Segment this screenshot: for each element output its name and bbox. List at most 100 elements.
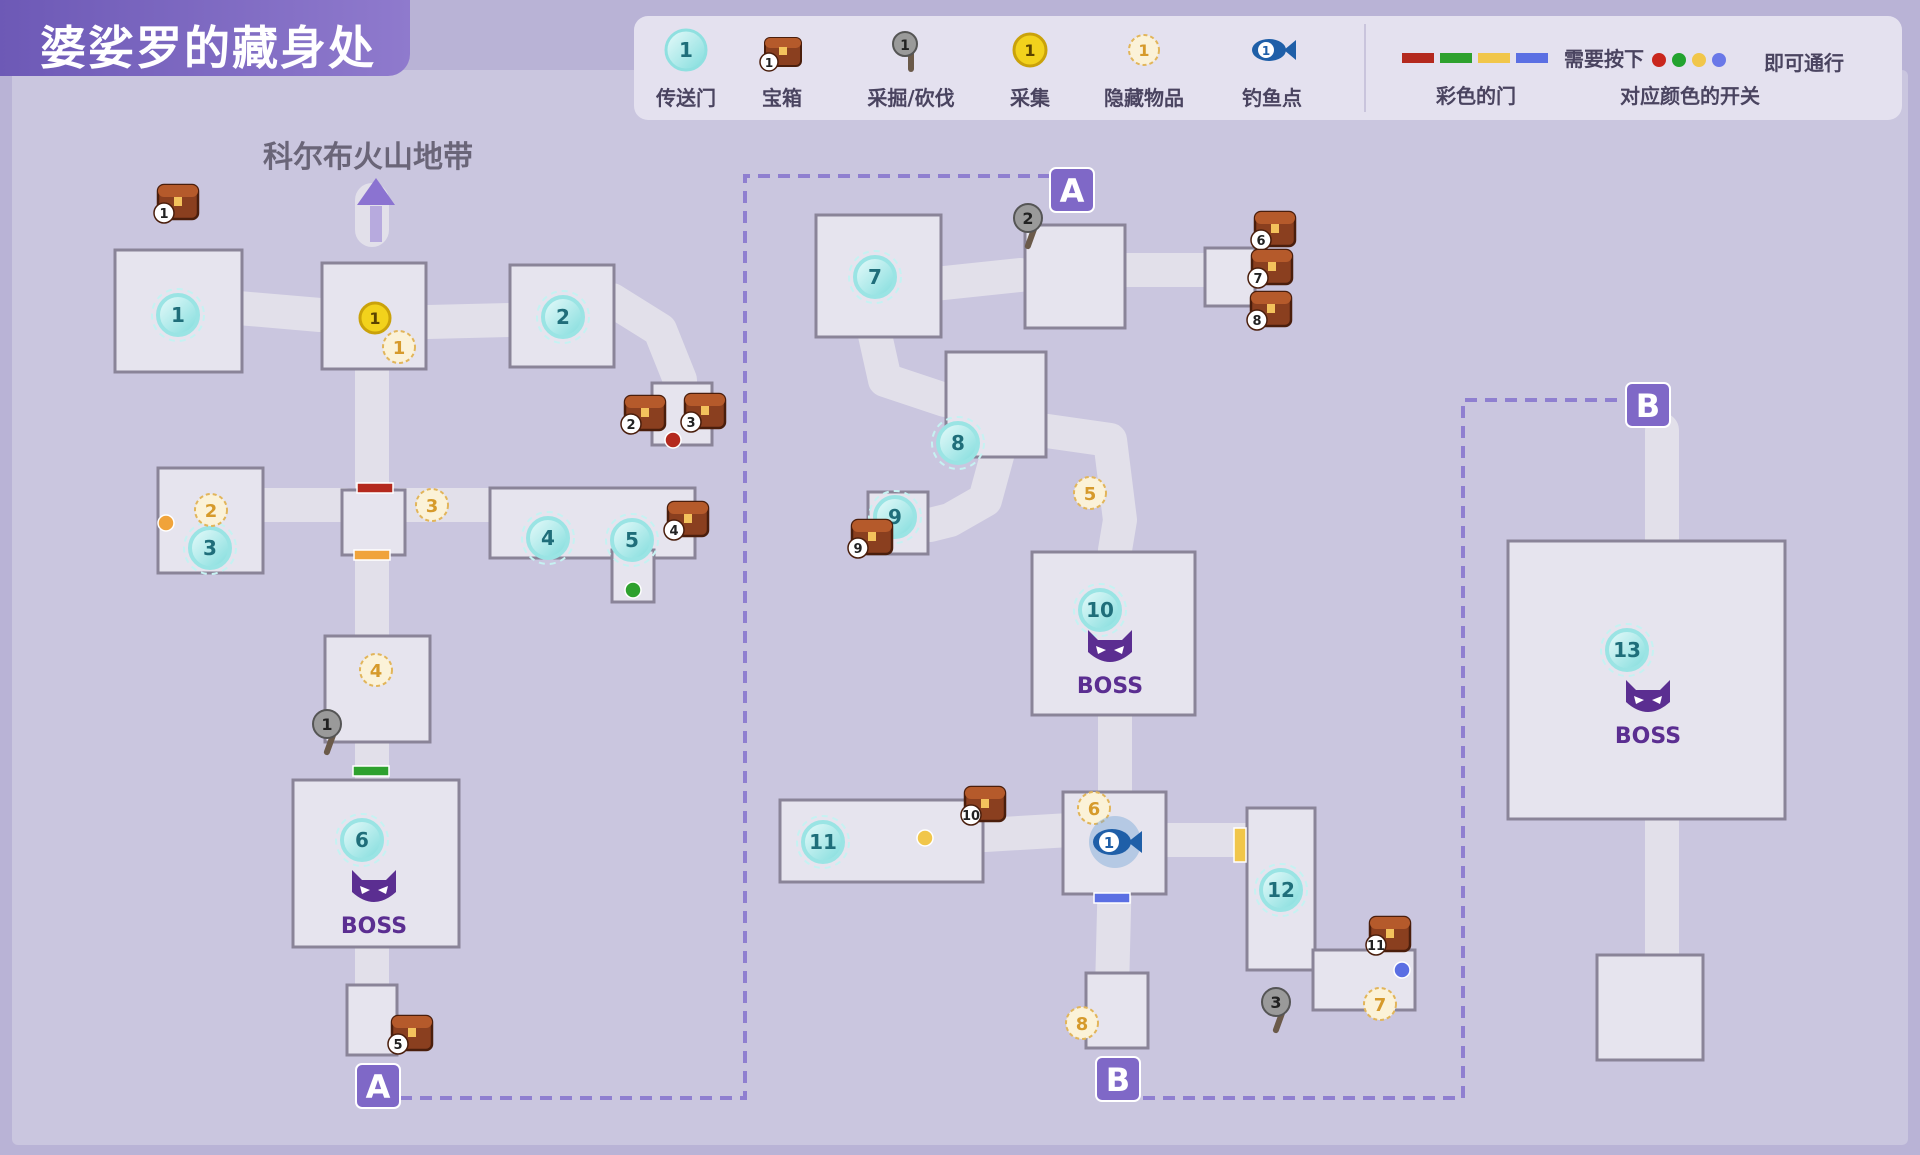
teleport-number: 4 bbox=[541, 526, 555, 550]
yellow-switch-dot bbox=[1692, 52, 1706, 67]
legend-label-teleport: 传送门 bbox=[656, 86, 716, 110]
yellow-door-swatch bbox=[1478, 52, 1510, 63]
hidden-item-icon: 3 bbox=[415, 488, 449, 522]
fish-icon: 1 bbox=[1089, 816, 1142, 868]
chest-number: 2 bbox=[626, 418, 635, 433]
chest-number: 1 bbox=[159, 207, 168, 222]
boss-icon: BOSS bbox=[1077, 630, 1143, 699]
hidden-item-icon: 4 bbox=[359, 653, 393, 687]
rooms bbox=[113, 213, 1787, 1062]
fish-icon: 1 bbox=[1252, 39, 1296, 61]
teleport-icon: 13 bbox=[1600, 623, 1654, 677]
chest-icon: 8 bbox=[1246, 290, 1293, 331]
chest-number: 3 bbox=[686, 416, 695, 431]
room bbox=[340, 488, 407, 557]
green-switch bbox=[624, 581, 642, 599]
axe-icon: 2 bbox=[1013, 203, 1043, 250]
room bbox=[1506, 539, 1787, 821]
page-title: 婆娑罗的藏身处 bbox=[40, 21, 376, 75]
chest-number: 8 bbox=[1252, 314, 1261, 329]
corridor bbox=[595, 283, 697, 397]
link-marker: A bbox=[355, 1063, 401, 1109]
boss-label: BOSS bbox=[1077, 674, 1143, 699]
chest-icon: 10 bbox=[960, 785, 1007, 826]
legend-chest: 1 宝箱 bbox=[752, 20, 812, 111]
teleport-icon: 11 bbox=[796, 815, 850, 869]
corridor bbox=[411, 303, 527, 339]
legend-teleport: 1 传送门 bbox=[650, 20, 722, 111]
gather-icon: 1 bbox=[1012, 32, 1048, 68]
room bbox=[1595, 953, 1705, 1062]
link-dashed-line bbox=[1143, 398, 1638, 1100]
room bbox=[1023, 223, 1127, 330]
corridor bbox=[221, 291, 337, 332]
teleport-number: 8 bbox=[951, 431, 965, 455]
chest-icon: 6 bbox=[1250, 210, 1297, 251]
gather-number: 1 bbox=[369, 309, 380, 328]
gather-badge: 1 bbox=[1024, 41, 1035, 60]
room bbox=[1084, 971, 1150, 1050]
chest-icon: 1 bbox=[153, 183, 200, 224]
chest-number: 6 bbox=[1256, 234, 1265, 249]
boss-icon: BOSS bbox=[1615, 680, 1681, 749]
mining-number: 1 bbox=[321, 715, 332, 734]
hidden-item-icon: 1 bbox=[382, 330, 416, 364]
hidden-item-icon: 7 bbox=[1363, 987, 1397, 1021]
room bbox=[323, 634, 432, 744]
hidden-item-icon: 2 bbox=[194, 493, 228, 527]
legend-hidden: 1 隐藏物品 bbox=[1096, 20, 1192, 111]
chest-icon: 5 bbox=[387, 1014, 434, 1055]
teleport-icon: 4 bbox=[521, 511, 575, 565]
yellow-door bbox=[1233, 827, 1247, 863]
teleport-badge: 1 bbox=[679, 38, 693, 62]
teleport-icon: 12 bbox=[1254, 863, 1308, 917]
legend-label-fishing: 钓鱼点 bbox=[1242, 86, 1302, 110]
room bbox=[1311, 948, 1417, 1012]
hidden-number: 3 bbox=[426, 496, 439, 517]
fishing-number: 1 bbox=[1104, 834, 1114, 852]
hidden-number: 7 bbox=[1374, 995, 1387, 1016]
corridor bbox=[858, 318, 962, 417]
chest-icon: 7 bbox=[1247, 248, 1294, 289]
teleport-number: 2 bbox=[556, 305, 570, 329]
teleport-icon: 1 bbox=[151, 288, 205, 342]
boss-icon: BOSS bbox=[341, 870, 407, 939]
teleport-icon: 2 bbox=[536, 290, 590, 344]
link-marker-label: A bbox=[1060, 172, 1085, 210]
corridor bbox=[968, 813, 1087, 852]
legend-switch-dots bbox=[1652, 46, 1732, 70]
axe-icon: 3 bbox=[1261, 987, 1291, 1034]
green-switch-dot bbox=[1672, 52, 1686, 67]
arrow-up-icon bbox=[357, 178, 395, 242]
legend-pass: 即可通行 bbox=[1764, 51, 1844, 75]
chest-number: 7 bbox=[1253, 272, 1262, 287]
red-door bbox=[356, 482, 394, 494]
teleport-icon: 6 bbox=[335, 813, 389, 867]
hidden-number: 2 bbox=[205, 501, 218, 522]
red-door-swatch bbox=[1402, 52, 1434, 63]
teleport-number: 3 bbox=[203, 536, 217, 560]
yellow-switch bbox=[916, 829, 934, 847]
blue-door-swatch bbox=[1516, 52, 1548, 63]
legend-label-hidden: 隐藏物品 bbox=[1104, 86, 1184, 110]
corridor bbox=[1023, 413, 1137, 567]
hidden-number: 5 bbox=[1084, 484, 1097, 505]
hidden-item-icon: 8 bbox=[1065, 1006, 1099, 1040]
green-door bbox=[352, 765, 390, 777]
map-panel bbox=[12, 70, 1908, 1145]
hidden-number: 6 bbox=[1088, 799, 1101, 820]
teleport-number: 13 bbox=[1613, 638, 1641, 662]
legend-label-gather: 采集 bbox=[1010, 86, 1050, 110]
legend-gather: 1 采集 bbox=[1000, 20, 1060, 111]
blue-switch bbox=[1393, 961, 1411, 979]
legend-panel: 1 传送门 1 宝箱 1 采掘/砍伐 1 bbox=[634, 16, 1902, 120]
chest-number: 10 bbox=[962, 809, 980, 824]
link-marker-label: B bbox=[1106, 1061, 1130, 1099]
legend-doors: 彩色的门 bbox=[1436, 84, 1516, 108]
orange-switch bbox=[157, 514, 175, 532]
legend-door-bars bbox=[1402, 44, 1554, 68]
chest-number: 9 bbox=[853, 542, 862, 557]
